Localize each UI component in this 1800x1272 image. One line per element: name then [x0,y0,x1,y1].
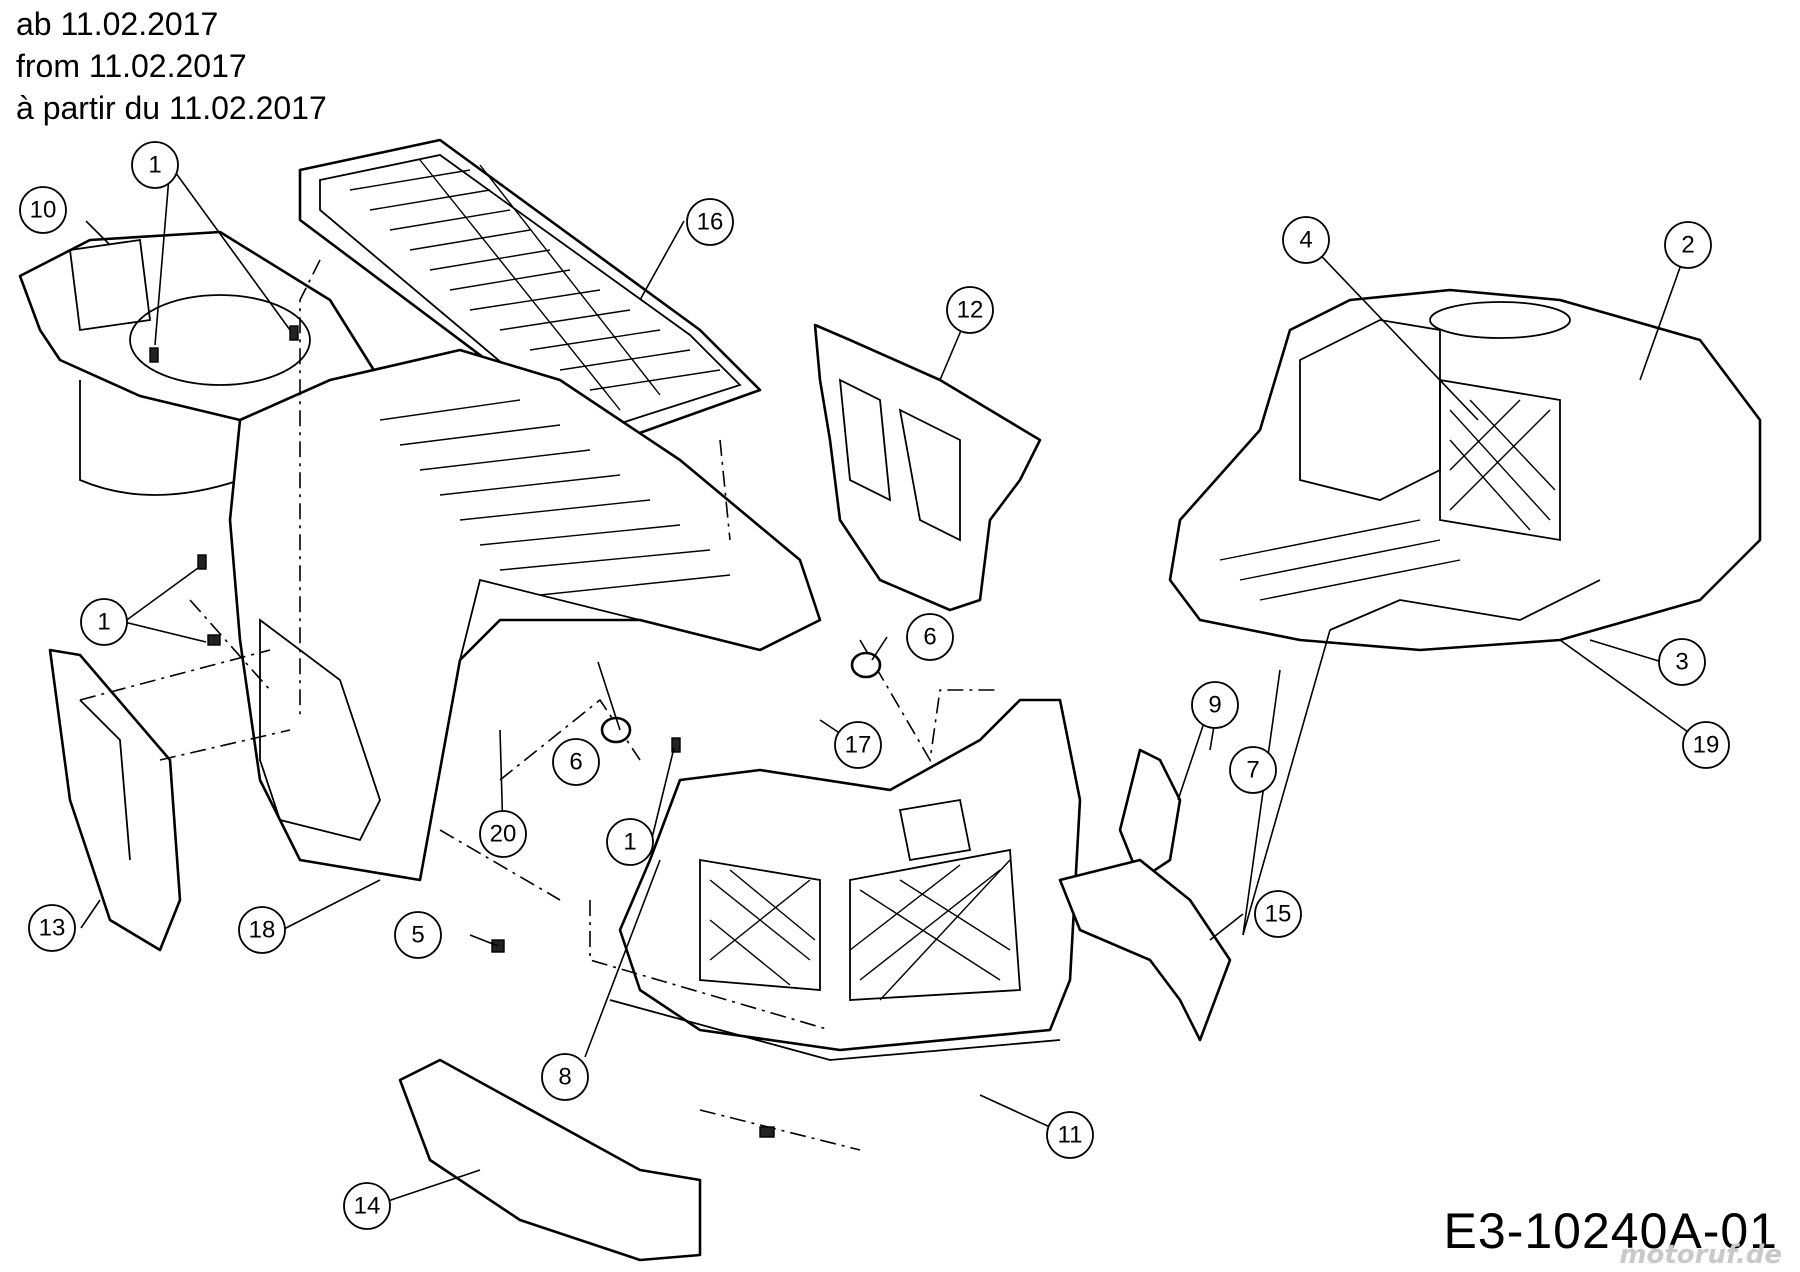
inset-assembled-view [1168,288,1762,652]
callout-17: 17 [834,721,882,769]
svg-text:11: 11 [1058,1122,1083,1149]
svg-text:1: 1 [148,152,161,179]
callout-1-left: 1 [80,598,128,646]
svg-text:16: 16 [697,209,724,236]
svg-text:5: 5 [411,922,424,949]
part-18-hood [228,348,822,882]
callout-10: 10 [19,186,67,234]
leader-lines [80,164,1707,1203]
callout-16: 16 [686,198,734,246]
callout-19: 19 [1682,721,1730,769]
svg-text:13: 13 [39,915,66,942]
callout-1-center: 1 [606,818,654,866]
svg-text:9: 9 [1208,692,1221,719]
callout-1-top: 1 [131,141,179,189]
part-12-side-panel [813,323,1042,612]
callout-18: 18 [238,906,286,954]
svg-text:6: 6 [923,624,936,651]
svg-text:2: 2 [1681,232,1694,259]
callout-20: 20 [479,810,527,858]
part-11-front-grille-assembly [609,698,1082,1061]
drawing-code: E3-10240A-01 [1443,1203,1778,1259]
part-16-grille-cover [298,138,762,442]
callout-6-left: 6 [552,738,600,786]
callout-3: 3 [1658,638,1706,686]
svg-text:17: 17 [845,732,872,759]
svg-text:7: 7 [1246,757,1259,784]
assembly-dash-lines [79,259,1000,1151]
svg-text:6: 6 [569,749,582,776]
callout-15: 15 [1254,890,1302,938]
svg-text:20: 20 [490,821,517,848]
svg-text:4: 4 [1299,227,1312,254]
svg-text:10: 10 [30,197,57,224]
hardware-items [149,325,882,1138]
svg-text:12: 12 [957,297,984,324]
part-14-lower-lip [398,1058,702,1262]
callout-2: 2 [1664,221,1712,269]
watermark: motoruf.de [1619,1240,1782,1270]
callout-13: 13 [28,904,76,952]
date-line-french: à partir du 11.02.2017 [16,90,327,126]
part-7-light-cover [1118,748,1182,882]
svg-text:18: 18 [249,917,276,944]
svg-text:14: 14 [354,1193,381,1220]
callout-9: 9 [1191,681,1239,729]
svg-text:3: 3 [1675,649,1688,676]
callout-11: 11 [1046,1111,1094,1159]
part-13-left-side-panel [48,648,182,952]
callout-5: 5 [394,911,442,959]
callout-6-right: 6 [906,613,954,661]
svg-text:1: 1 [623,829,636,856]
callout-4: 4 [1282,216,1330,264]
callout-12: 12 [946,286,994,334]
callout-14: 14 [343,1182,391,1230]
date-line-german: ab 11.02.2017 [16,6,219,42]
callout-8: 8 [541,1053,589,1101]
date-line-english: from 11.02.2017 [16,48,247,84]
svg-text:15: 15 [1265,901,1292,928]
svg-text:1: 1 [97,609,110,636]
svg-text:19: 19 [1693,732,1720,759]
callout-7: 7 [1229,746,1277,794]
part-15-side-trim [1058,858,1232,1042]
svg-text:8: 8 [558,1064,571,1091]
